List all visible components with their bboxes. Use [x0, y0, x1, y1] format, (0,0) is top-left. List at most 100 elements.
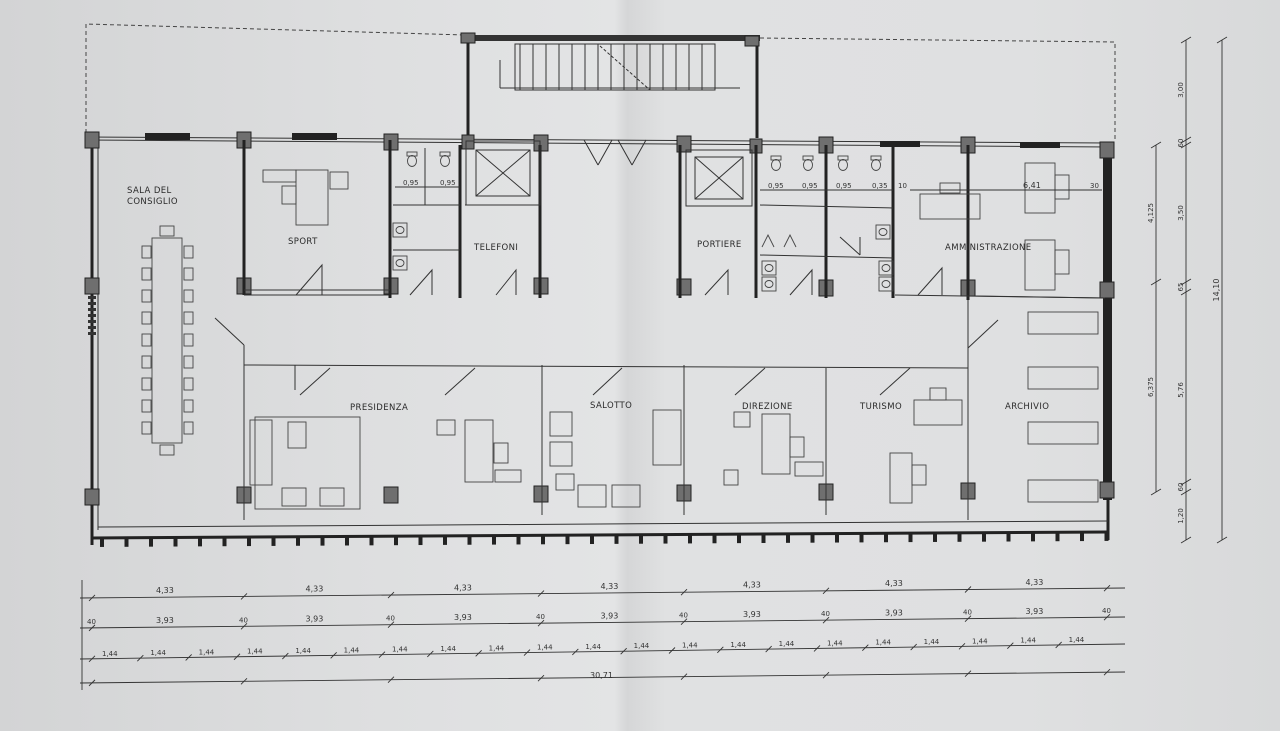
dim-label-axis: 4,33	[1026, 578, 1044, 587]
toilet-icon	[406, 151, 418, 157]
columns	[84, 32, 1115, 506]
vertical-dim-label: 3,00	[1177, 82, 1185, 98]
dim-tick	[1180, 478, 1192, 486]
window-mullion	[541, 534, 545, 545]
structural-column	[84, 488, 100, 506]
chair-icon	[159, 225, 175, 237]
window-mullion	[198, 536, 202, 547]
sanitary-fixtures	[392, 151, 894, 292]
dim-label-module: 1,44	[585, 643, 601, 651]
dim-tick	[1180, 536, 1192, 544]
dim-tick	[330, 652, 337, 659]
window-mullion	[88, 296, 96, 299]
inner-dim-7: 10	[898, 182, 907, 190]
label-presidenza: PRESIDENZA	[350, 403, 408, 413]
dim-label-module: 1,44	[102, 650, 118, 658]
window-mullion	[149, 536, 153, 547]
washbasin-bowl-icon	[881, 280, 891, 288]
dim-label-axis: 4,33	[306, 585, 324, 594]
structural-column	[461, 134, 475, 150]
vertical-dim-label: 6,375	[1147, 377, 1155, 397]
window-mullion	[467, 534, 472, 545]
total-dimension: 30,71	[590, 671, 613, 680]
dim-tick	[1180, 288, 1192, 296]
window-mullion	[320, 535, 325, 546]
dim-tick	[620, 647, 627, 655]
chair-icon	[141, 377, 152, 391]
window-mullion	[810, 532, 815, 543]
toilet-icon	[439, 151, 451, 157]
chair-icon	[183, 245, 194, 259]
chair-icon	[183, 399, 194, 413]
washbasin-icon	[392, 222, 408, 238]
inner-dim-5: 0,95	[836, 182, 852, 190]
dim-label-span: 3,93	[601, 611, 619, 620]
chair-icon	[183, 267, 194, 281]
conference-table	[141, 225, 194, 456]
window-mullion	[933, 531, 937, 542]
window-mullion	[663, 533, 668, 544]
dim-tick	[1007, 642, 1014, 649]
dim-tick	[822, 616, 830, 624]
window-mullion	[418, 535, 423, 546]
dim-label-module: 1,44	[489, 644, 505, 652]
terrace-outline-right	[759, 37, 1116, 140]
dim-tick	[765, 645, 772, 653]
dim-tick	[813, 645, 821, 652]
dim-label-module: 1,44	[924, 638, 940, 646]
dim-label-module: 1,44	[972, 637, 988, 645]
washbasin-bowl-icon	[395, 226, 405, 234]
dim-tick	[572, 648, 579, 656]
dim-tick	[1103, 584, 1111, 592]
chair-icon	[141, 311, 152, 325]
structural-column	[84, 131, 100, 149]
window-mullion	[614, 533, 619, 544]
furniture	[249, 162, 1099, 510]
dim-label-column: 40	[679, 612, 688, 620]
dim-tick	[958, 643, 966, 650]
structural-column	[533, 485, 549, 503]
washbasin-icon	[761, 260, 777, 276]
window-mullion	[1055, 531, 1060, 542]
dim-tick	[822, 587, 830, 595]
toilet-bowl-icon	[838, 159, 848, 171]
dim-label-span: 3,93	[156, 616, 174, 625]
dim-tick	[387, 621, 395, 629]
washbasin-icon	[878, 260, 894, 276]
washbasin-bowl-icon	[395, 259, 405, 267]
dim-tick	[1216, 36, 1228, 44]
dim-label-module: 1,44	[150, 649, 166, 657]
washbasin-icon	[878, 276, 894, 292]
chair-icon	[159, 444, 175, 456]
dim-tick	[475, 649, 482, 657]
dim-label-column: 40	[536, 613, 545, 621]
dim-label-module: 1,44	[247, 648, 263, 656]
dim-tick	[862, 644, 869, 652]
vertical-dim-label: 1,20	[1177, 508, 1185, 524]
window-mullion	[247, 536, 251, 547]
dim-label-span: 3,93	[1026, 607, 1044, 616]
dim-label-module: 1,44	[682, 642, 698, 650]
window-mullion	[345, 535, 349, 546]
label-direzione: DIREZIONE	[742, 402, 793, 412]
window-mullion	[688, 533, 692, 544]
washbasin-icon	[761, 276, 777, 292]
toilet-icon	[837, 155, 849, 161]
washbasin-icon	[875, 224, 891, 240]
dim-tick	[233, 653, 241, 661]
dim-label-module: 1,44	[634, 642, 650, 650]
dim-label-module: 1,44	[875, 639, 891, 647]
dim-tick	[88, 624, 96, 632]
label-telefoni: TELEFONI	[473, 243, 518, 253]
structural-column	[1099, 141, 1115, 159]
toilet-icon	[870, 155, 882, 161]
window-mullion	[835, 532, 839, 543]
interior-walls	[214, 140, 1106, 520]
amm-width-dim: 6,41	[1023, 181, 1041, 190]
dim-label-axis: 4,33	[454, 583, 472, 592]
dim-label-span: 3,93	[306, 615, 324, 624]
dimension-chains: 4,333,934,333,934,333,934,333,934,333,93…	[79, 578, 1126, 690]
window-mullion	[761, 532, 766, 543]
washbasin-bowl-icon	[878, 228, 888, 236]
